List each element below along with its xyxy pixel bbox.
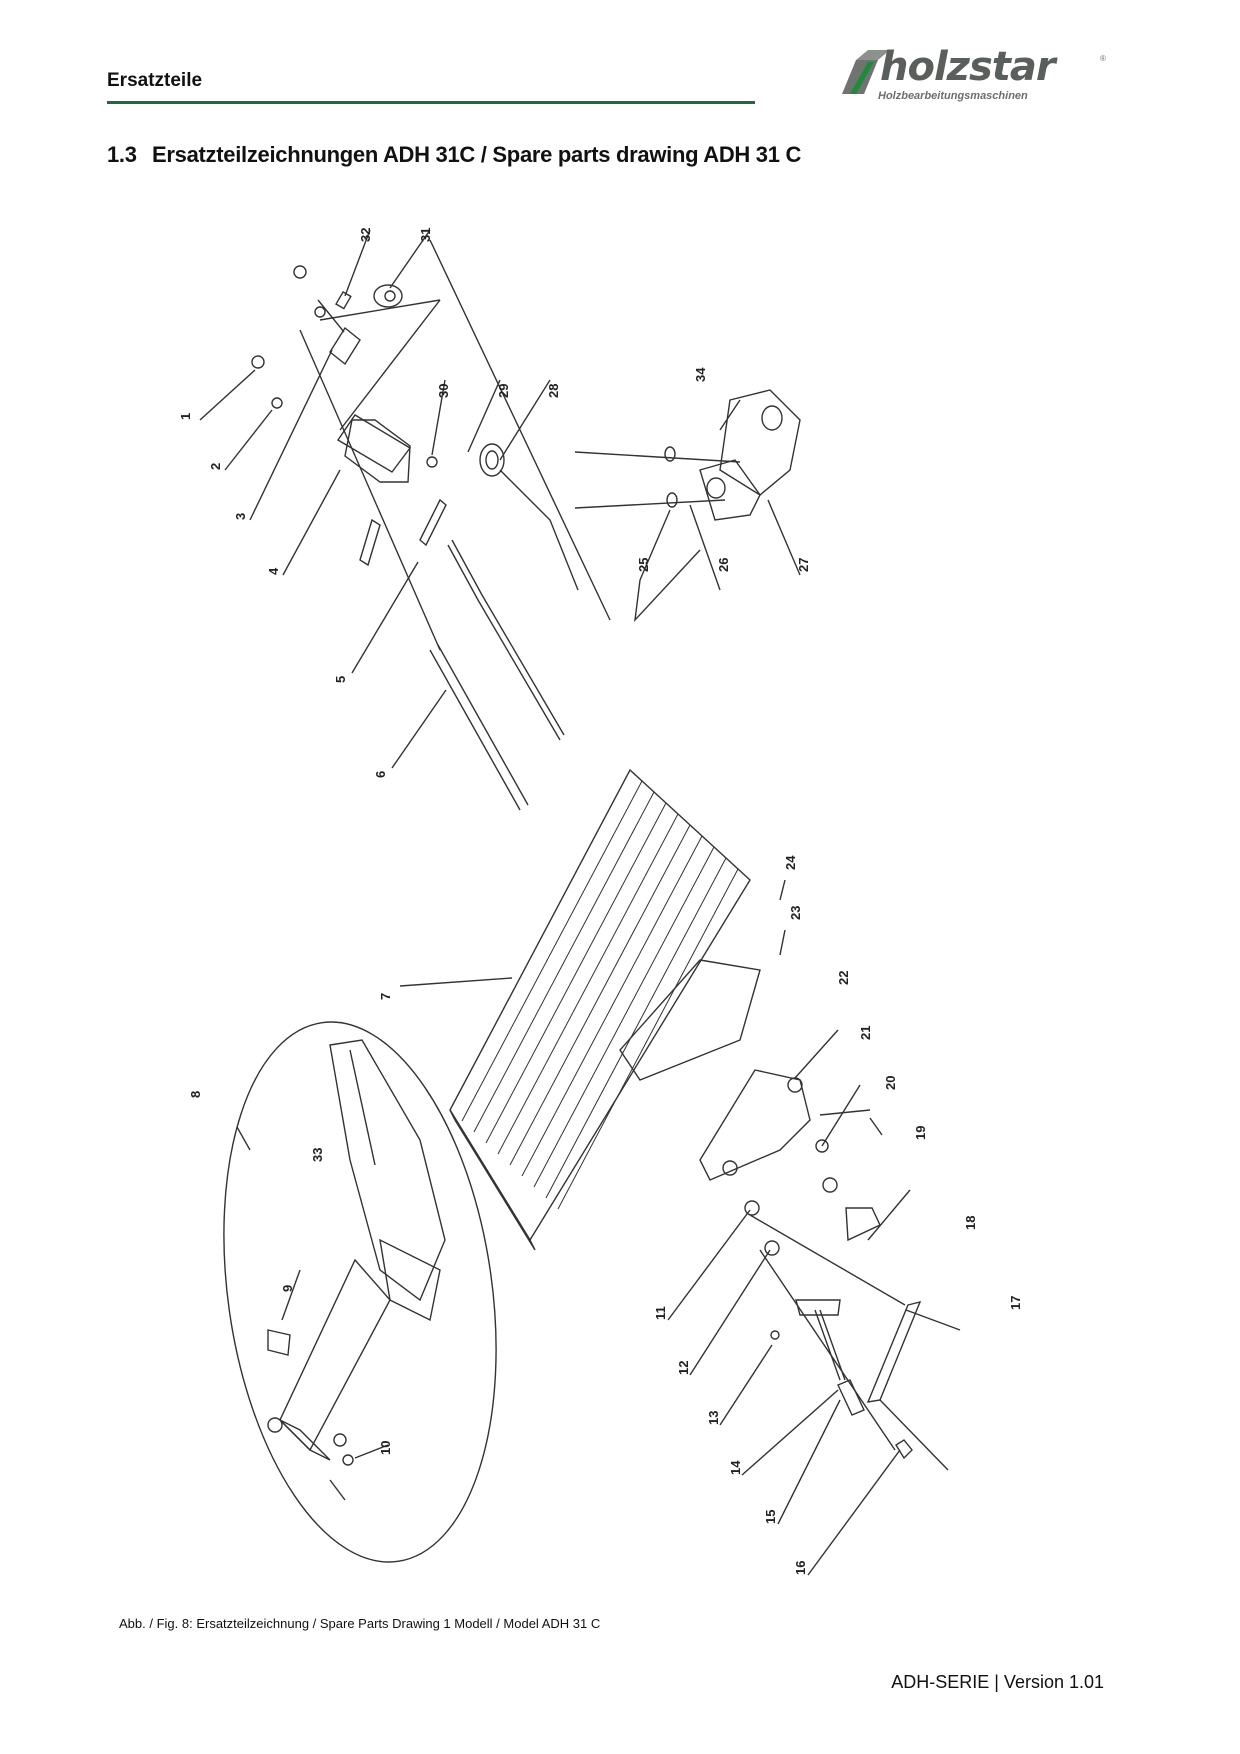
brand-logo: holzstar ® Holzbearbeitungsmaschinen <box>838 44 1108 110</box>
part-label: 12 <box>676 1361 691 1375</box>
part-label: 19 <box>913 1126 928 1140</box>
section-title-text: Ersatzteilzeichnungen ADH 31C / Spare pa… <box>152 142 802 167</box>
part-label: 14 <box>728 1460 743 1475</box>
header-rule <box>107 101 755 104</box>
part-label: 17 <box>1008 1296 1023 1310</box>
part-label: 6 <box>373 771 388 778</box>
part-label: 30 <box>436 384 451 398</box>
brand-subtitle: Holzbearbeitungsmaschinen <box>878 90 1028 102</box>
part-label: 10 <box>378 1441 393 1455</box>
part-label: 23 <box>788 906 803 920</box>
part-label: 22 <box>836 971 851 985</box>
brand-registered-mark: ® <box>1100 54 1106 63</box>
part-label: 34 <box>693 367 708 382</box>
part-label: 3 <box>233 513 248 520</box>
part-label: 24 <box>783 855 798 870</box>
part-label: 29 <box>496 384 511 398</box>
part-label: 31 <box>418 228 433 242</box>
part-label: 32 <box>358 228 373 242</box>
part-label: 1 <box>178 413 193 420</box>
page-header-title: Ersatzteile <box>107 70 203 91</box>
part-label: 28 <box>546 384 561 398</box>
part-label: 18 <box>963 1216 978 1230</box>
part-label: 16 <box>793 1561 808 1575</box>
part-label: 15 <box>763 1510 778 1524</box>
brand-wordmark: holzstar <box>880 44 1056 90</box>
part-label: 4 <box>266 567 281 575</box>
part-label: 11 <box>653 1306 668 1320</box>
part-label: 13 <box>706 1411 721 1425</box>
part-label: 8 <box>188 1091 203 1098</box>
section-title: 1.3 Ersatzteilzeichnungen ADH 31C / Spare… <box>107 142 801 168</box>
part-label: 26 <box>716 558 731 572</box>
part-label: 7 <box>378 993 393 1000</box>
part-label: 25 <box>636 558 651 572</box>
spare-parts-drawing: 1 2 3 4 5 6 7 8 9 10 11 12 13 14 15 16 1… <box>178 228 1023 1576</box>
part-label: 5 <box>333 676 348 683</box>
part-label: 27 <box>796 558 811 572</box>
part-label: 2 <box>208 463 223 470</box>
part-label: 21 <box>858 1026 873 1040</box>
part-label: 20 <box>883 1076 898 1090</box>
part-label: 9 <box>280 1285 295 1292</box>
section-number: 1.3 <box>107 142 137 167</box>
part-label: 33 <box>310 1148 325 1162</box>
logo-mark-icon <box>842 50 890 94</box>
figure-caption: Abb. / Fig. 8: Ersatzteilzeichnung / Spa… <box>119 1616 601 1631</box>
page-footer: ADH-SERIE | Version 1.01 <box>891 1672 1104 1692</box>
